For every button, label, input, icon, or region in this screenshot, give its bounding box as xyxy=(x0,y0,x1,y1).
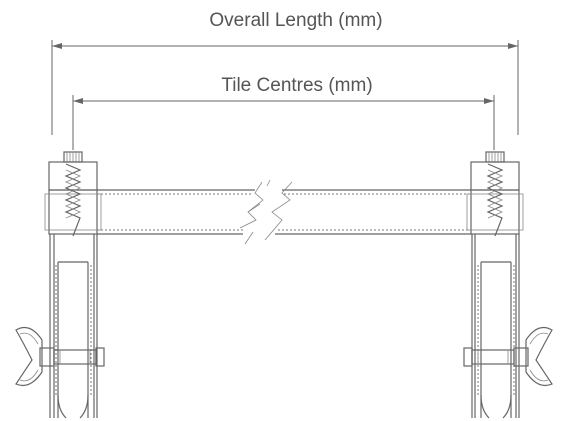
tile-centres-dimension xyxy=(72,95,495,150)
left-leg xyxy=(49,234,98,419)
left-lifter xyxy=(15,151,105,419)
right-clamp-block xyxy=(470,189,520,235)
left-screw-head xyxy=(48,151,98,191)
right-wing-nut xyxy=(463,327,553,387)
beam-break-symbol xyxy=(239,179,293,245)
tile-centres-label: Tile Centres (mm) xyxy=(221,75,372,96)
right-lifter xyxy=(463,151,553,419)
left-wing-nut xyxy=(15,327,105,387)
overall-length-dimension xyxy=(51,40,519,135)
right-leg xyxy=(471,234,520,419)
overall-length-label: Overall Length (mm) xyxy=(209,10,382,31)
right-screw-head xyxy=(470,151,520,191)
right-thread-screw xyxy=(486,163,504,237)
left-clamp-block xyxy=(48,189,98,235)
cross-beam xyxy=(97,189,471,235)
left-thread-screw xyxy=(64,163,82,237)
